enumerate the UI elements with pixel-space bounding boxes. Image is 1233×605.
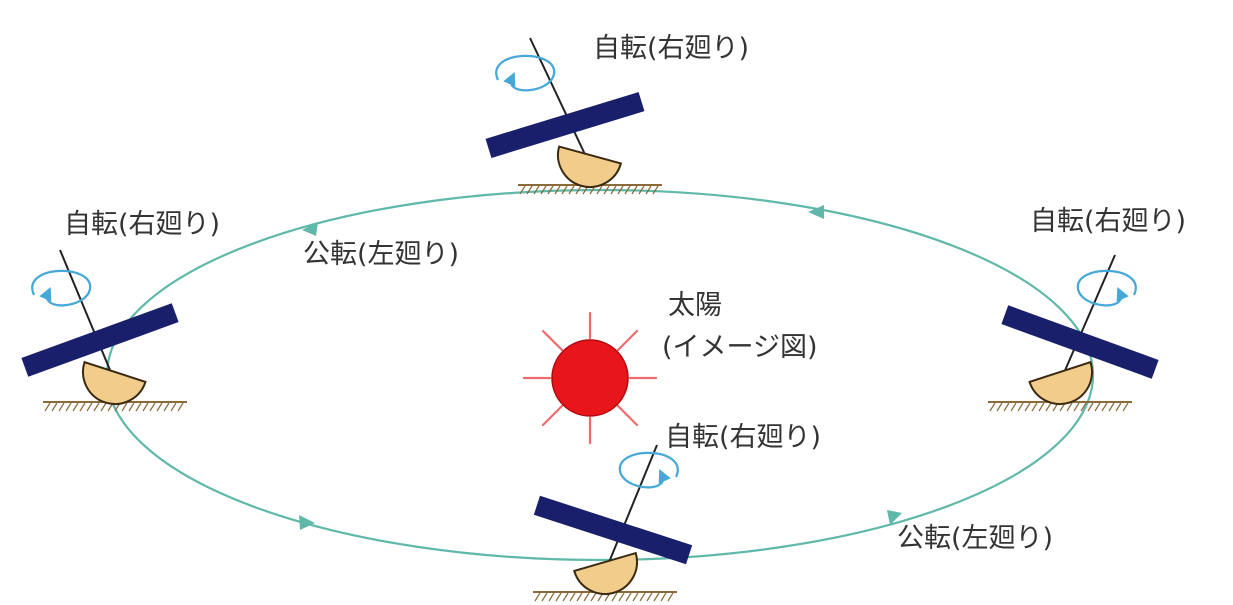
orbit-arrow-bottom-left: [299, 515, 315, 530]
rotation-arrow-icon: [31, 269, 92, 307]
revolution-label-top: 公転(左廻り): [303, 239, 459, 270]
orbit-arrow-top-right: [808, 205, 824, 219]
rotation-arrow-icon: [618, 451, 679, 489]
tracker-mount: [557, 145, 623, 188]
solar-panel: [21, 303, 179, 377]
tracker-mount: [82, 360, 147, 405]
rotation-axis: [1059, 254, 1116, 383]
rotation-arrow-icon: [495, 54, 556, 92]
tracker-mount: [1028, 360, 1093, 405]
solar-tracker-bottom: [533, 444, 693, 602]
sun-icon: [522, 311, 658, 445]
solar-panel: [1001, 305, 1159, 379]
rotation-arrow-icon: [1076, 269, 1137, 307]
solar-panel: [485, 92, 645, 158]
rotation-label-top: 自転(右廻り): [593, 33, 749, 64]
ground-hatch: [518, 184, 662, 195]
rotation-label-left: 自転(右廻り): [64, 209, 220, 240]
rotation-label-bottom: 自転(右廻り): [665, 422, 821, 453]
rotation-label-right: 自転(右廻り): [1030, 206, 1186, 237]
orbit-arrow-bottom-right: [887, 510, 902, 525]
solar-tracker-left: [21, 249, 187, 412]
orbit-arrow-top-left: [302, 222, 318, 236]
solar-tracker-top: [485, 37, 662, 195]
sun-label: 太陽: [668, 290, 722, 321]
sun-label-subtitle: (イメージ図): [662, 332, 818, 363]
tracker-mount: [573, 551, 638, 595]
solar-panel: [533, 495, 693, 565]
rotation-axis: [529, 37, 591, 166]
solar-tracker-right: [988, 254, 1159, 412]
rotation-axis: [604, 444, 658, 573]
revolution-label-bottom: 公転(左廻り): [897, 523, 1053, 554]
